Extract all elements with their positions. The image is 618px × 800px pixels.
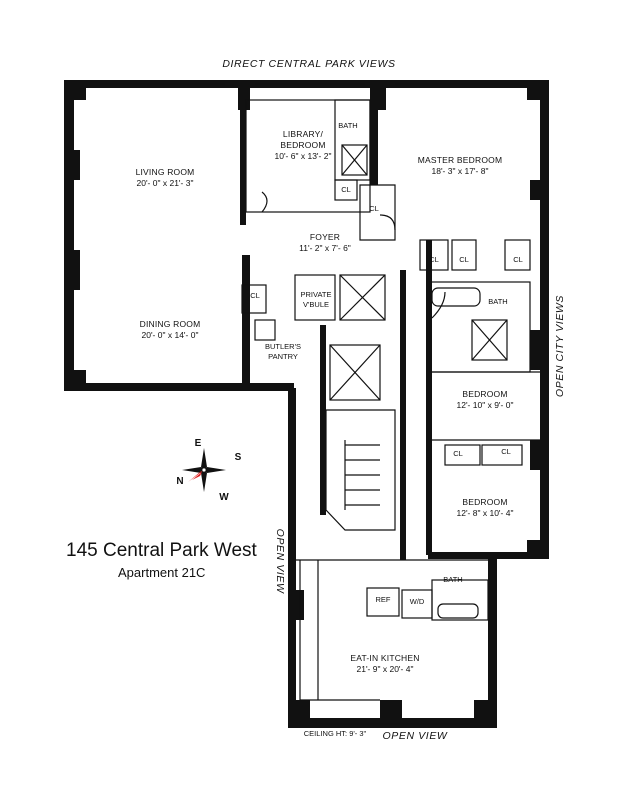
washer-dryer-label: W/D	[409, 597, 425, 606]
library-name-1: LIBRARY/	[282, 129, 324, 139]
view-label-right: OPEN CITY VIEWS	[553, 294, 566, 398]
master-bedroom-name: MASTER BEDROOM	[417, 155, 503, 165]
library-name-2: BEDROOM	[280, 140, 326, 150]
compass-w: W	[219, 492, 229, 503]
bath-label-master: BATH	[488, 297, 508, 306]
closet-label-3: CL	[513, 255, 523, 264]
ceiling-height: CEILING HT: 9'- 3"	[303, 729, 367, 738]
bedroom-2-name: BEDROOM	[462, 389, 508, 399]
closet-label-master: CL	[369, 204, 379, 213]
living-room-name: LIVING ROOM	[135, 167, 195, 177]
kitchen-dims: 21'- 9" x 20'- 4"	[356, 664, 414, 674]
view-label-bottom: OPEN VIEW	[382, 730, 448, 742]
compass-n: N	[176, 476, 184, 487]
compass-s: S	[234, 452, 242, 463]
private-vestibule-label-2: V'BULE	[302, 300, 330, 309]
compass-rose	[182, 448, 226, 492]
refrigerator-label: REF	[375, 595, 391, 604]
bedroom-3-dims: 12'- 8" x 10'- 4"	[456, 508, 514, 518]
bath-label-library: BATH	[338, 121, 358, 130]
closet-label-library: CL	[341, 185, 351, 194]
dining-room-dims: 20'- 0" x 14'- 0"	[141, 330, 199, 340]
foyer-name: FOYER	[309, 232, 341, 242]
bath-label-kitchen: BATH	[443, 575, 463, 584]
compass-e: E	[194, 438, 202, 449]
bedroom-3-name: BEDROOM	[462, 497, 508, 507]
view-label-top: DIRECT CENTRAL PARK VIEWS	[222, 58, 396, 70]
closet-label-1: CL	[429, 255, 439, 264]
building-name: 145 Central Park West	[66, 540, 257, 561]
closet-label-dining: CL	[250, 291, 260, 300]
bedroom-2-dims: 12'- 10" x 9'- 0"	[456, 400, 514, 410]
library-dims: 10'- 6" x 13'- 2"	[274, 151, 332, 161]
closet-label-bed3-b: CL	[501, 447, 511, 456]
interior-lines	[100, 83, 540, 725]
master-bedroom-dims: 18'- 3" x 17'- 8"	[431, 166, 489, 176]
foyer-dims: 11'- 2" x 7'- 6"	[299, 243, 351, 253]
closet-label-bed3-a: CL	[453, 449, 463, 458]
living-room-dims: 20'- 0" x 21'- 3"	[136, 178, 194, 188]
closet-label-2: CL	[459, 255, 469, 264]
dining-room-name: DINING ROOM	[139, 319, 201, 329]
kitchen-name: EAT-IN KITCHEN	[350, 653, 420, 663]
butlers-pantry-label-1: BUTLER'S	[264, 342, 302, 351]
walls	[64, 80, 549, 728]
butlers-pantry-label-2: PANTRY	[268, 352, 298, 361]
private-vestibule-label-1: PRIVATE	[300, 290, 332, 299]
unit-number: Apartment 21C	[118, 565, 206, 580]
